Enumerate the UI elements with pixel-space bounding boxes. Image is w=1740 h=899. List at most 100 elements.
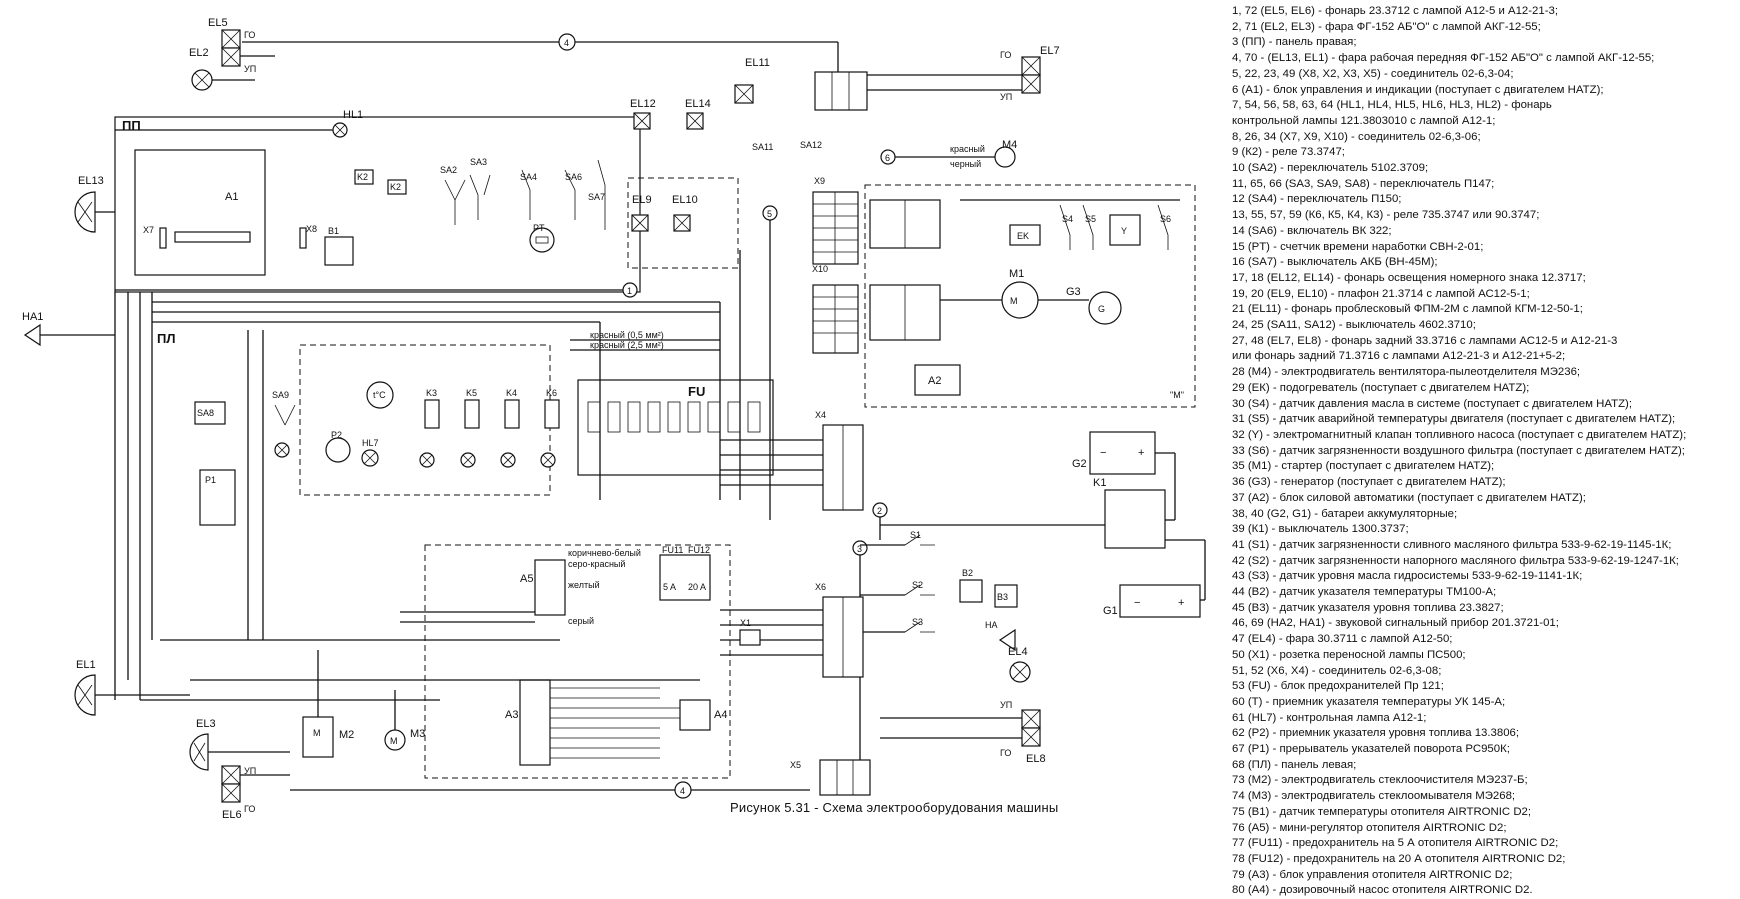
svg-text:K4: K4 xyxy=(506,388,517,398)
label-el5: EL5 xyxy=(208,17,228,29)
sa8-switch xyxy=(194,401,226,425)
legend-item: 37 (А2) - блок силовой автоматики (посту… xyxy=(1232,491,1586,504)
relay-row: K3 K5 K4 K6 xyxy=(424,388,560,429)
label-p2: P2 xyxy=(331,430,342,440)
label-g3: G3 xyxy=(1066,286,1081,298)
svg-text:K5: K5 xyxy=(466,388,477,398)
legend-item: 16 (SA7) - выключатель АКБ (ВН-45М); xyxy=(1232,256,1438,269)
label-a5: A5 xyxy=(520,573,533,585)
node-4-bottom xyxy=(674,781,692,799)
label-go-el8: ГО xyxy=(1000,748,1011,758)
a1-connector xyxy=(174,231,251,243)
label-m-quote: "M" xyxy=(1170,390,1184,400)
g3-generator xyxy=(1088,291,1122,325)
legend-item: 60 (Т) - приемник указателя температуры … xyxy=(1232,695,1506,708)
label-g1: G1 xyxy=(1103,605,1118,617)
legend-item: 30 (S4) - датчик давления масла в систем… xyxy=(1232,397,1632,410)
legend-item: 44 (В2) - датчик указателя температуры Т… xyxy=(1232,586,1497,599)
legend-item: 53 (FU) - блок предохранителей Пр 121; xyxy=(1232,680,1444,693)
node-2-label: 2 xyxy=(877,506,882,516)
p1-flasher xyxy=(199,469,236,526)
legend-item: 1, 72 (EL5, EL6) - фонарь 23.3712 с ламп… xyxy=(1232,5,1558,17)
label-grey: серый xyxy=(568,616,594,626)
label-x8: X8 xyxy=(306,224,317,234)
x3-connector xyxy=(814,71,868,111)
label-b2: B2 xyxy=(962,568,973,578)
a2-power-block xyxy=(914,364,961,396)
svg-text:+: + xyxy=(1138,447,1144,459)
legend-item: 51, 52 (X6, X4) - соединитель 02-6,3-08; xyxy=(1232,664,1442,677)
label-5a: 5 A xyxy=(663,582,676,592)
node-6-label: 6 xyxy=(885,153,890,163)
legend-item: 6 (А1) - блок управления и индикации (по… xyxy=(1232,83,1604,96)
m1-starter xyxy=(1001,281,1039,319)
node-4-top-label: 4 xyxy=(564,38,569,48)
engine-harness-frame xyxy=(864,184,1196,408)
x5-connector xyxy=(819,759,871,796)
legend-item: 39 (К1) - выключатель 1300.3737; xyxy=(1232,523,1409,536)
el3-headlight xyxy=(189,733,209,771)
label-b1: B1 xyxy=(328,226,339,236)
label-m4: M4 xyxy=(1002,139,1017,151)
legend-item: 10 (SA2) - переключатель 5102.3709; xyxy=(1232,162,1429,175)
label-el14: EL14 xyxy=(685,98,711,110)
label-go-bottom: ГО xyxy=(244,804,255,814)
t-temp-gauge xyxy=(366,381,394,409)
legend-item: 73 (М2) - электродвигатель стеклоочистит… xyxy=(1232,774,1528,787)
label-fu: FU xyxy=(688,384,705,399)
label-sa7: SA7 xyxy=(588,192,605,202)
label-grey-red: серо-красный xyxy=(568,559,625,569)
heater-frame xyxy=(424,544,731,779)
label-x9: X9 xyxy=(814,176,825,186)
legend-item: 7, 54, 56, 58, 63, 64 (HL1, HL4, HL5, HL… xyxy=(1232,99,1552,112)
node-5-label: 5 xyxy=(767,209,772,219)
wiring-schematic: ПП A1 ПЛ 4 4 EL5 ГО УП EL2 EL13 HA1 EL1 … xyxy=(22,17,1206,821)
label-s1: S1 xyxy=(910,530,921,540)
legend-item: 61 (HL7) - контрольная лампа А12-1; xyxy=(1232,711,1427,724)
label-s3: S3 xyxy=(912,617,923,627)
label-hl1: HL1 xyxy=(343,109,363,121)
a3-control-unit xyxy=(519,679,551,766)
label-red: красный xyxy=(950,144,985,154)
label-hl7: HL7 xyxy=(362,438,379,448)
legend-item: 78 (FU12) - предохранитель на 20 А отопи… xyxy=(1232,852,1566,865)
label-t: t°C xyxy=(373,390,386,400)
legend-item: 38, 40 (G2, G1) - батареи аккумуляторные… xyxy=(1232,507,1458,520)
legend-list: 1, 72 (EL5, EL6) - фонарь 23.3712 с ламп… xyxy=(1232,4,1737,899)
label-s2: S2 xyxy=(912,580,923,590)
legend-item: 15 (PT) - счетчик времени наработки СВН-… xyxy=(1232,240,1484,253)
legend-item: 75 (В1) - датчик температуры отопителя A… xyxy=(1232,805,1532,818)
m4-fan-motor xyxy=(994,146,1016,168)
b3-fuel-sender xyxy=(994,584,1018,608)
k2-relay xyxy=(354,169,374,185)
label-sa2: SA2 xyxy=(440,165,457,175)
p2-fuel-gauge xyxy=(325,437,351,463)
svg-text:K6: K6 xyxy=(546,388,557,398)
x9-x10-pin-lines xyxy=(813,192,858,353)
legend-item: 17, 18 (EL12, EL14) - фонарь освещения н… xyxy=(1232,271,1586,284)
legend-item: 31 (S5) - датчик аварийной температуры д… xyxy=(1232,413,1676,426)
x10-connector xyxy=(812,284,859,354)
figure-caption: Рисунок 5.31 - Схема электрооборудования… xyxy=(730,800,1059,815)
pt-hour-meter xyxy=(529,227,555,253)
legend-item: 68 (ПЛ) - панель левая; xyxy=(1232,758,1357,771)
legend-item: 41 (S1) - датчик загрязненности сливного… xyxy=(1232,538,1672,551)
label-el11: EL11 xyxy=(745,57,770,69)
a3-harness-lines xyxy=(550,687,680,759)
label-fu12: FU12 xyxy=(688,545,710,555)
node-1-label: 1 xyxy=(627,286,632,296)
label-x7: X7 xyxy=(143,225,154,235)
legend-item: 43 (S3) - датчик уровня масла гидросисте… xyxy=(1232,570,1583,583)
legend-item: 3 (ПП) - панель правая; xyxy=(1232,36,1357,49)
a4-dosing-pump xyxy=(679,699,711,731)
label-x1: X1 xyxy=(740,618,751,628)
legend-item: 27, 48 (EL7, EL8) - фонарь задний 33.371… xyxy=(1232,334,1618,347)
label-el6: EL6 xyxy=(222,809,242,821)
schematic-drawing: ПП A1 ПЛ 4 4 EL5 ГО УП EL2 EL13 HA1 EL1 … xyxy=(22,17,1206,821)
label-sa12: SA12 xyxy=(800,140,822,150)
label-x5: X5 xyxy=(790,760,801,770)
legend-item: 12 (SA4) - переключатель П150; xyxy=(1232,193,1402,206)
legend-item: 14 (SA6) - включатель ВК 322; xyxy=(1232,224,1392,237)
label-a1: A1 xyxy=(225,191,238,203)
legend-item: 11, 65, 66 (SA3, SA9, SA8) - переключате… xyxy=(1232,177,1495,190)
